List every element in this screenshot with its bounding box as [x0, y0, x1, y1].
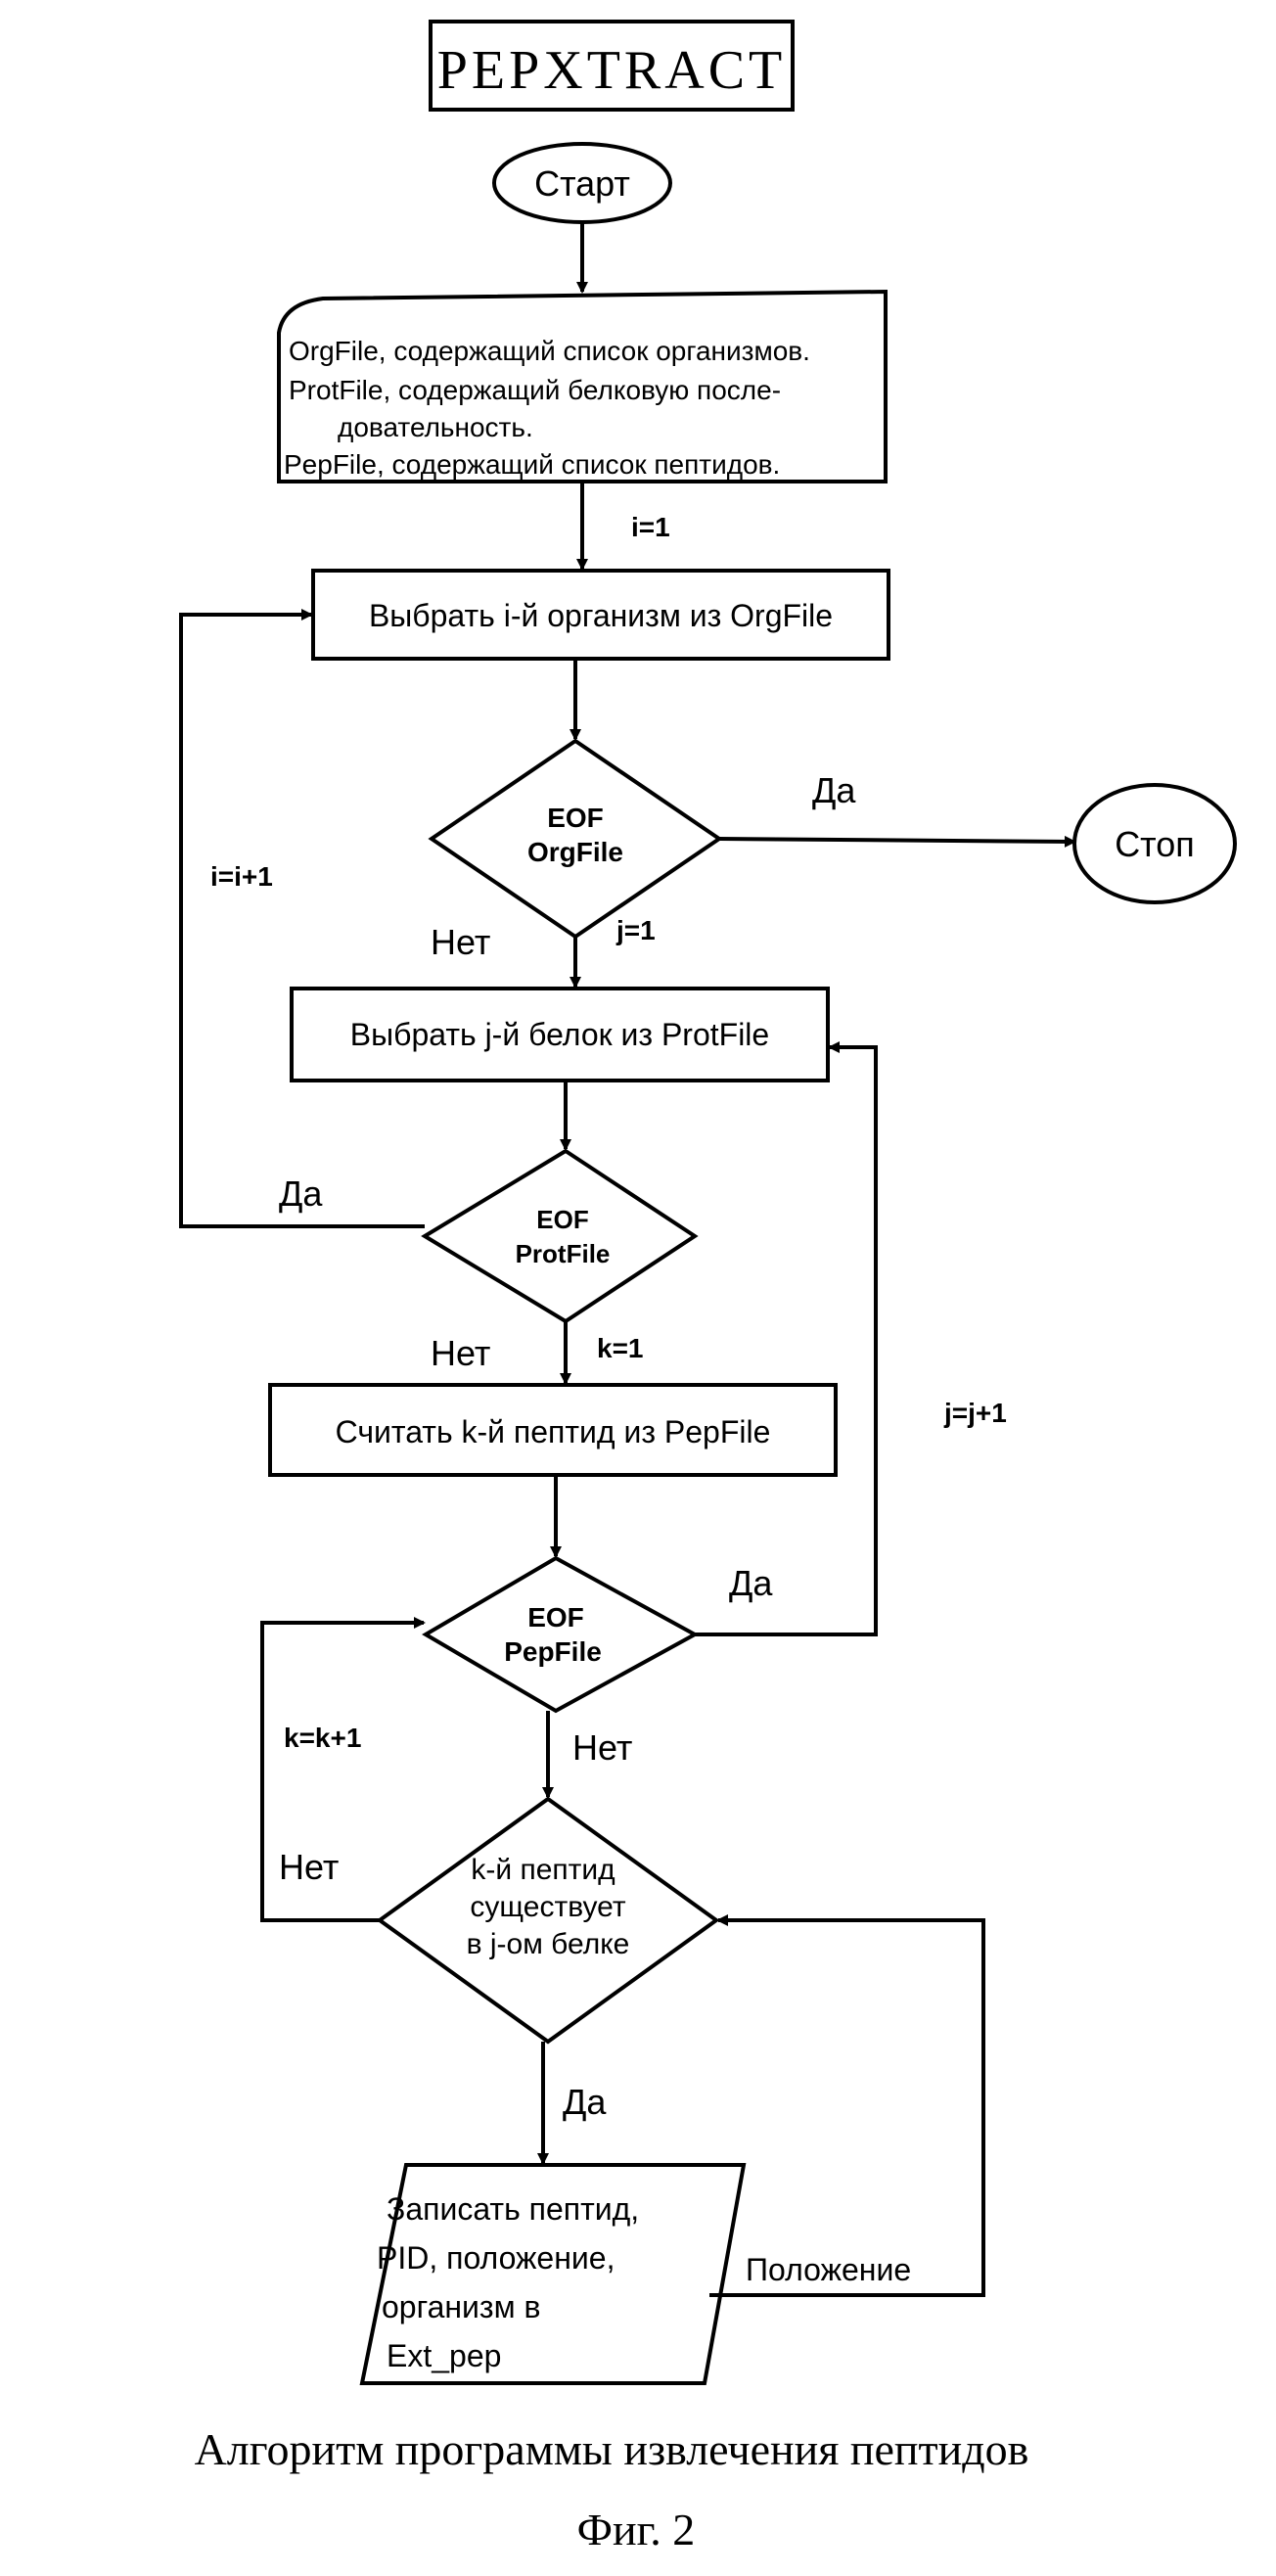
- edge-eof-org-stop: [719, 839, 1074, 842]
- label-pep-no: Нет: [572, 1727, 632, 1768]
- label-exists-yes: Да: [563, 2082, 607, 2122]
- exists-line-3: в j-ом белке: [467, 1928, 630, 1960]
- write-line-3: организм в: [382, 2289, 540, 2324]
- select-organism-node: Выбрать i-й организм из OrgFile: [313, 571, 889, 659]
- label-exists-no: Нет: [279, 1847, 339, 1887]
- title-box: PEPXTRACT: [431, 22, 793, 110]
- exists-line-2: существует: [470, 1891, 625, 1923]
- label-prot-yes: Да: [279, 1173, 323, 1214]
- input-files-node: OrgFile, содержащий список организмов. P…: [279, 292, 886, 482]
- label-position: Положение: [746, 2252, 911, 2287]
- stop-label: Стоп: [1115, 824, 1195, 864]
- eof-pepfile-line-1: EOF: [527, 1602, 584, 1633]
- label-j-inc: j=j+1: [943, 1398, 1007, 1428]
- eof-orgfile-line-1: EOF: [547, 803, 604, 833]
- input-line-1: OrgFile, содержащий список организмов.: [289, 336, 810, 366]
- eof-protfile-line-2: ProtFile: [516, 1239, 611, 1268]
- label-i-inc: i=i+1: [210, 861, 273, 892]
- peptide-exists-node: k-й пептид существует в j-ом белке: [380, 1799, 716, 2042]
- label-j-init: j=1: [615, 915, 656, 945]
- label-i-init: i=1: [631, 512, 670, 542]
- eof-pepfile-line-2: PepFile: [504, 1636, 602, 1667]
- read-peptide-node: Считать k-й пептид из PepFile: [270, 1385, 836, 1475]
- exists-line-1: k-й пептид: [471, 1854, 615, 1886]
- input-line-4: PepFile, содержащий список пептидов.: [284, 449, 780, 480]
- write-line-4: Ext_pep: [387, 2338, 501, 2373]
- label-org-yes: Да: [812, 770, 856, 810]
- start-node: Старт: [494, 144, 670, 222]
- eof-orgfile-line-2: OrgFile: [527, 837, 623, 867]
- edge-eof-pep-loop-j: [695, 1047, 876, 1634]
- start-label: Старт: [534, 163, 630, 204]
- select-protein-label: Выбрать j-й белок из ProtFile: [350, 1017, 769, 1052]
- write-output-node: Записать пептид, PID, положение, организ…: [362, 2165, 744, 2383]
- select-protein-node: Выбрать j-й белок из ProtFile: [292, 989, 828, 1081]
- caption: Алгоритм программы извлечения пептидов: [195, 2424, 1029, 2474]
- input-line-2: ProtFile, содержащий белковую после-: [289, 375, 781, 405]
- eof-protfile-line-1: EOF: [536, 1205, 588, 1234]
- read-peptide-label: Считать k-й пептид из PepFile: [336, 1414, 771, 1449]
- label-org-no: Нет: [431, 922, 490, 962]
- diagram-title: PEPXTRACT: [437, 40, 787, 101]
- eof-protfile-node: EOF ProtFile: [425, 1151, 695, 1321]
- label-prot-no: Нет: [431, 1333, 490, 1373]
- eof-pepfile-node: EOF PepFile: [426, 1558, 695, 1711]
- edge-write-loop-position: [709, 1920, 983, 2295]
- label-pep-yes: Да: [729, 1563, 773, 1603]
- stop-node: Стоп: [1074, 785, 1235, 902]
- label-k-init: k=1: [597, 1333, 644, 1363]
- eof-orgfile-node: EOF OrgFile: [432, 741, 719, 937]
- input-line-3: довательность.: [338, 412, 533, 442]
- edge-eof-prot-loop-i: [181, 615, 425, 1226]
- figure-label: Фиг. 2: [577, 2505, 696, 2554]
- write-line-1: Записать пептид,: [387, 2191, 639, 2227]
- label-k-inc: k=k+1: [284, 1723, 361, 1753]
- write-line-2: PID, положение,: [377, 2240, 615, 2276]
- select-organism-label: Выбрать i-й организм из OrgFile: [369, 598, 833, 633]
